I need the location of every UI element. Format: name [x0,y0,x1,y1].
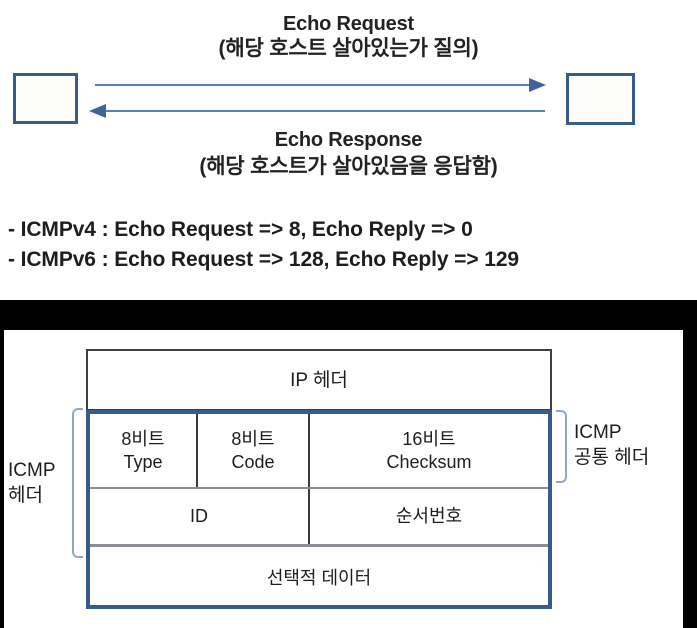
icmp-block: 8비트 Type 8비트 Code 16비트 Checksum ID [86,410,552,609]
echo-request-arrow-line [95,84,532,86]
host-box-left [13,73,78,124]
icmp-common-header-side-label: ICMP 공통 헤더 [574,420,649,470]
echo-response-title: Echo Response [274,129,423,151]
icmp-field-id: ID [90,489,310,544]
ip-header-label: IP 헤더 [290,369,348,391]
echo-response-arrow-head-icon [89,104,106,118]
icmp-field-optional-data: 선택적 데이터 [90,547,548,609]
icmp-field-checksum-name: Checksum [386,451,472,472]
icmp-field-sequence-label: 순서번호 [395,506,463,526]
icmp-field-code: 8비트 Code [198,414,310,487]
icmp-id-sequence-row: ID 순서번호 [90,487,548,544]
echo-request-arrow-head-icon [529,78,546,92]
icmp-field-sequence: 순서번호 [310,489,548,544]
icmp-field-id-label: ID [190,506,208,526]
icmp-common-header-side-label-line2: 공통 헤더 [574,447,650,468]
icmp-header-side-label-line2: 헤더 [8,485,43,506]
icmp-field-optional-data-label: 선택적 데이터 [266,567,372,588]
icmp-field-type: 8비트 Type [90,414,198,487]
icmp-header-structure-diagram: IP 헤더 ICMP 헤더 ICMP 공통 헤더 8비트 Type [4,330,683,628]
icmp-common-header-side-label-line1: ICMP [574,422,622,443]
ip-header-row: IP 헤더 [86,349,552,411]
icmp-field-checksum: 16비트 Checksum [310,414,548,487]
echo-flow-diagram: Echo Request (해당 호스트 살아있는가 질의) Echo Resp… [0,0,697,300]
echo-response-arrow-line [106,110,545,112]
icmp-header-side-label-line1: ICMP [8,460,56,481]
icmp-field-type-name: Type [123,451,163,472]
icmp-field-code-name: Code [231,451,275,472]
icmpv4-note: - ICMPv4 : Echo Request => 8, Echo Reply… [8,218,473,241]
icmp-field-code-bits: 8비트 [231,428,275,449]
echo-request-subtitle: (해당 호스트 살아있는가 질의) [218,37,479,60]
echo-response-subtitle: (해당 호스트가 살아있음을 응답함) [199,155,498,178]
icmpv6-note: - ICMPv6 : Echo Request => 128, Echo Rep… [8,248,519,271]
icmp-header-structure-frame: IP 헤더 ICMP 헤더 ICMP 공통 헤더 8비트 Type [0,300,697,628]
icmp-header-side-label: ICMP 헤더 [8,458,72,508]
icmp-common-header-row: 8비트 Type 8비트 Code 16비트 Checksum [90,414,548,487]
icmp-optional-data-row: 선택적 데이터 [90,544,548,609]
echo-request-title: Echo Request [283,13,414,35]
icmp-common-header-bracket-right [556,410,567,483]
icmp-field-type-bits: 8비트 [121,428,165,449]
host-box-right [566,73,635,125]
icmp-field-checksum-bits: 16비트 [402,428,456,449]
icmp-header-bracket-left [72,408,83,558]
